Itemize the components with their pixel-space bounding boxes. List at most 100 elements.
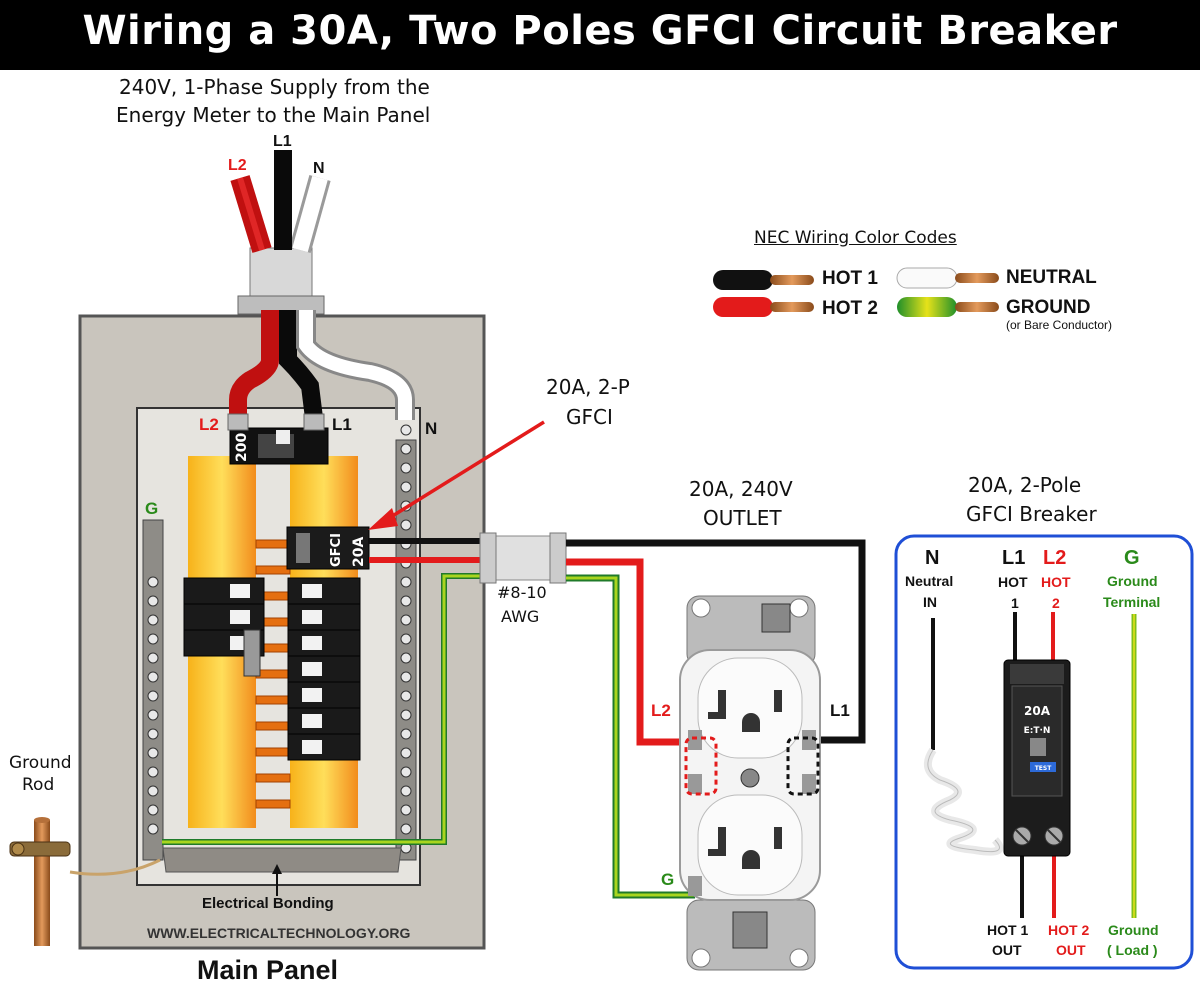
panel-main-breaker-rating: 200 [234, 433, 250, 462]
ground-bar-screw [147, 633, 159, 645]
ground-bar-screw [147, 766, 159, 778]
panel-l1-label: L1 [332, 415, 352, 434]
website-label: WWW.ELECTRICALTECHNOLOGY.ORG [147, 925, 411, 941]
ground-bar-screw [147, 709, 159, 721]
supply-n-label: N [313, 160, 325, 177]
outlet-title-line2: OUTLET [703, 506, 782, 530]
breaker-detail-title-line2: GFCI Breaker [966, 502, 1097, 526]
neutral-bar-screw [400, 424, 412, 436]
ground-bar-screw [147, 785, 159, 797]
ground-bar-screw [147, 823, 159, 835]
neutral-bar-screw [400, 804, 412, 816]
breaker-detail-panel [894, 534, 1194, 970]
neutral-bar-screw [400, 747, 412, 759]
detail-n-label: N [925, 547, 940, 569]
panel-n-label: N [425, 419, 438, 438]
ground-bar-screw [147, 804, 159, 816]
panel-l2-label: L2 [199, 415, 219, 434]
neutral-bar-screw [400, 671, 412, 683]
neutral-bar-screw [400, 728, 412, 740]
panel-g-label: G [145, 499, 159, 518]
detail-hot1-out-1: HOT 1 [987, 922, 1029, 938]
detail-hot1-out-2: OUT [992, 942, 1022, 958]
ground-rod-line1: Ground [9, 753, 72, 773]
gfci-callout-line2: GFCI [566, 405, 613, 429]
detail-hot2-1: HOT [1041, 574, 1071, 590]
bonding-strap [162, 847, 402, 873]
cable-size-line1: #8-10 [497, 583, 547, 602]
outgoing-cable [162, 532, 866, 899]
legend-ground: GROUND [1006, 297, 1091, 318]
supply-caption-line1: 240V, 1-Phase Supply from the [119, 75, 430, 99]
detail-neutral-in-2: IN [923, 594, 937, 610]
ground-bar-screw [147, 595, 159, 607]
neutral-bar-screw [400, 443, 412, 455]
detail-hot1-2: 1 [1011, 595, 1019, 611]
neutral-bar-screw [400, 633, 412, 645]
neutral-bar-screw [400, 519, 412, 531]
ground-bar-screw [147, 614, 159, 626]
detail-breaker-rating: 20A [1024, 704, 1051, 718]
detail-ground-terminal-2: Terminal [1103, 594, 1161, 610]
detail-neutral-in-1: Neutral [905, 573, 954, 589]
supply-l2-label: L2 [228, 157, 247, 174]
detail-ground-load-1: Ground [1108, 922, 1159, 938]
breaker-detail-title-line1: 20A, 2-Pole [968, 473, 1082, 497]
neutral-bar-screw [400, 785, 412, 797]
outlet-g-label: G [661, 870, 675, 889]
ground-bar-screw [147, 671, 159, 683]
main-panel-label: Main Panel [197, 955, 339, 985]
ground-bar-screw [147, 747, 159, 759]
neutral-bar-screw [400, 823, 412, 835]
legend-neutral: NEUTRAL [1006, 267, 1097, 288]
title-banner: Wiring a 30A, Two Poles GFCI Circuit Bre… [0, 0, 1200, 70]
ground-bar-screw [147, 652, 159, 664]
neutral-bar-screw [400, 652, 412, 664]
gfci-callout-line1: 20A, 2-P [546, 375, 630, 399]
outlet-l2-label: L2 [651, 701, 671, 720]
detail-hot2-out-2: OUT [1056, 942, 1086, 958]
legend-ground-note: (or Bare Conductor) [1006, 318, 1113, 332]
detail-ground-load-2: ( Load ) [1107, 942, 1158, 958]
detail-breaker-brand: E:T·N [1024, 726, 1051, 736]
legend-title: NEC Wiring Color Codes [754, 228, 957, 248]
detail-ground-terminal-1: Ground [1107, 573, 1158, 589]
gfci-callout-arrow [368, 420, 545, 530]
detail-l1-label: L1 [1002, 547, 1026, 569]
neutral-bar-screw [400, 595, 412, 607]
ground-rod [9, 817, 161, 946]
ground-bar-screw [147, 690, 159, 702]
neutral-bar-screw [400, 481, 412, 493]
supply-l1-label: L1 [273, 133, 292, 150]
branch-breakers [183, 577, 361, 761]
receptacle-outlet [679, 595, 821, 971]
diagram-title: Wiring a 30A, Two Poles GFCI Circuit Bre… [82, 8, 1118, 54]
neutral-bar-screw [400, 462, 412, 474]
neutral-bar-screw [400, 709, 412, 721]
detail-hot1-1: HOT [998, 574, 1028, 590]
detail-l2-label: L2 [1043, 547, 1067, 569]
supply-caption-line2: Energy Meter to the Main Panel [116, 103, 431, 127]
color-code-legend-graphics [713, 267, 999, 317]
outlet-title-line1: 20A, 240V [689, 477, 793, 501]
panel-gfci-text: GFCI [329, 533, 344, 567]
neutral-bar-screw [400, 690, 412, 702]
legend-hot2: HOT 2 [822, 298, 878, 319]
neutral-bar-screw [400, 614, 412, 626]
supply-wires [227, 150, 415, 431]
ground-bar-screw [147, 728, 159, 740]
neutral-bar-screw [400, 576, 412, 588]
legend-hot1: HOT 1 [822, 268, 878, 289]
bonding-arrow [272, 864, 282, 896]
detail-breaker-test: TEST [1035, 765, 1053, 772]
detail-g-label: G [1124, 547, 1140, 569]
cable-size-line2: AWG [501, 607, 540, 626]
outlet-l1-label: L1 [830, 701, 850, 720]
main-panel [78, 314, 486, 950]
detail-hot2-2: 2 [1052, 595, 1060, 611]
bonding-label: Electrical Bonding [202, 895, 334, 912]
ground-bar-screw [147, 576, 159, 588]
ground-rod-line2: Rod [22, 775, 55, 795]
ground-bar [142, 519, 164, 861]
